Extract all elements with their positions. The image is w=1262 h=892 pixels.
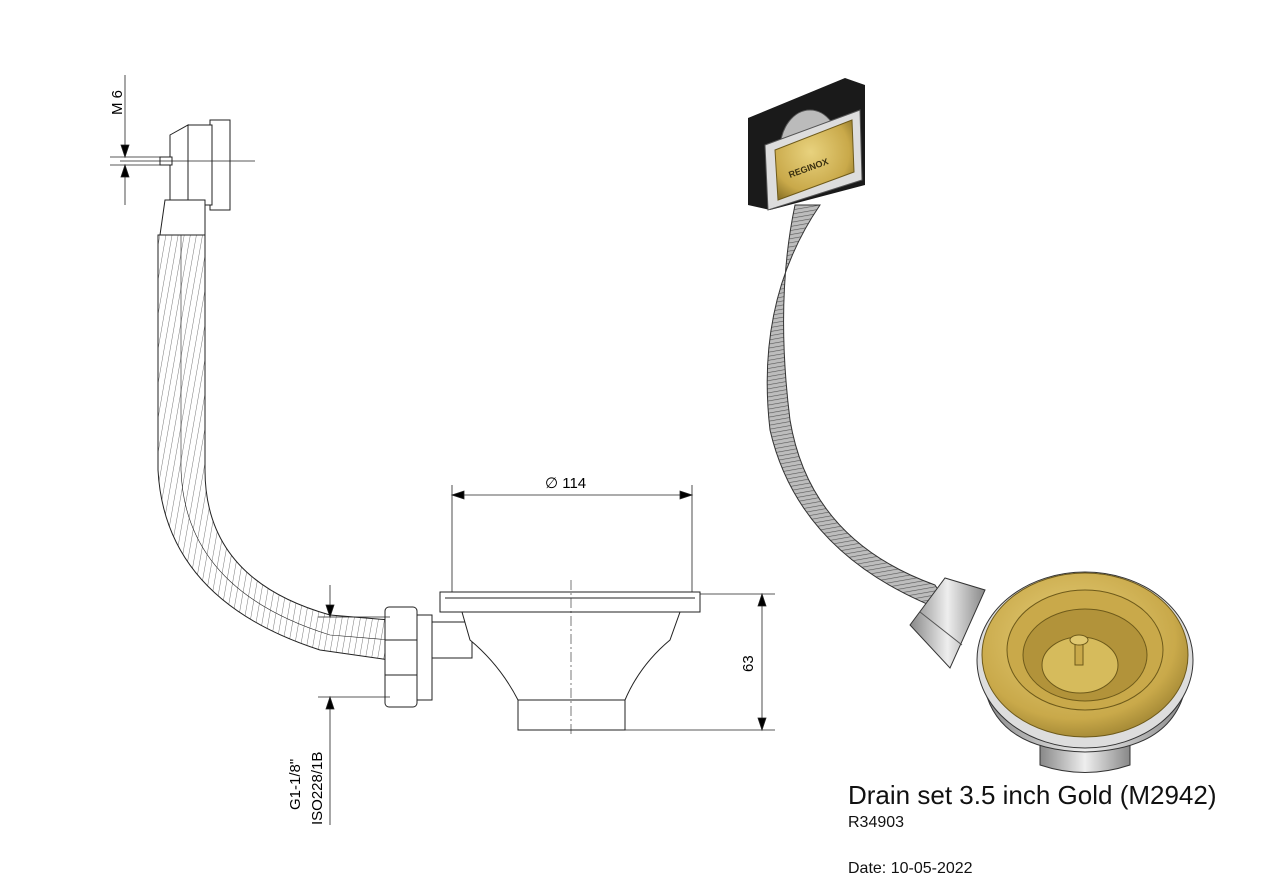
drawing-date: Date: 10-05-2022	[848, 860, 973, 877]
thread-standard-label: ISO228/1B	[309, 752, 326, 825]
coupling-nut-outline	[384, 606, 418, 708]
overflow-knob-outline	[120, 119, 255, 236]
strainer-body-outline	[439, 580, 701, 735]
height-dimension-label: 63	[740, 655, 757, 672]
strainer-3d	[976, 571, 1194, 773]
dimension-lines	[110, 75, 775, 825]
overflow-knob-3d: REGINOX	[748, 78, 865, 211]
product-title: Drain set 3.5 inch Gold (M2942)	[848, 780, 1217, 810]
side-view-drawing	[110, 75, 775, 825]
diameter-dimension-label: ∅ 114	[545, 475, 586, 492]
product-render: REGINOX	[748, 78, 1194, 773]
screw-dimension-label: M 6	[109, 90, 126, 115]
hose-3d	[766, 204, 957, 616]
hose-outline	[157, 234, 391, 661]
product-code: R34903	[848, 814, 905, 831]
coupling-nut-3d	[909, 577, 986, 669]
thread-dimension-label: G1-1/8"	[287, 759, 304, 810]
